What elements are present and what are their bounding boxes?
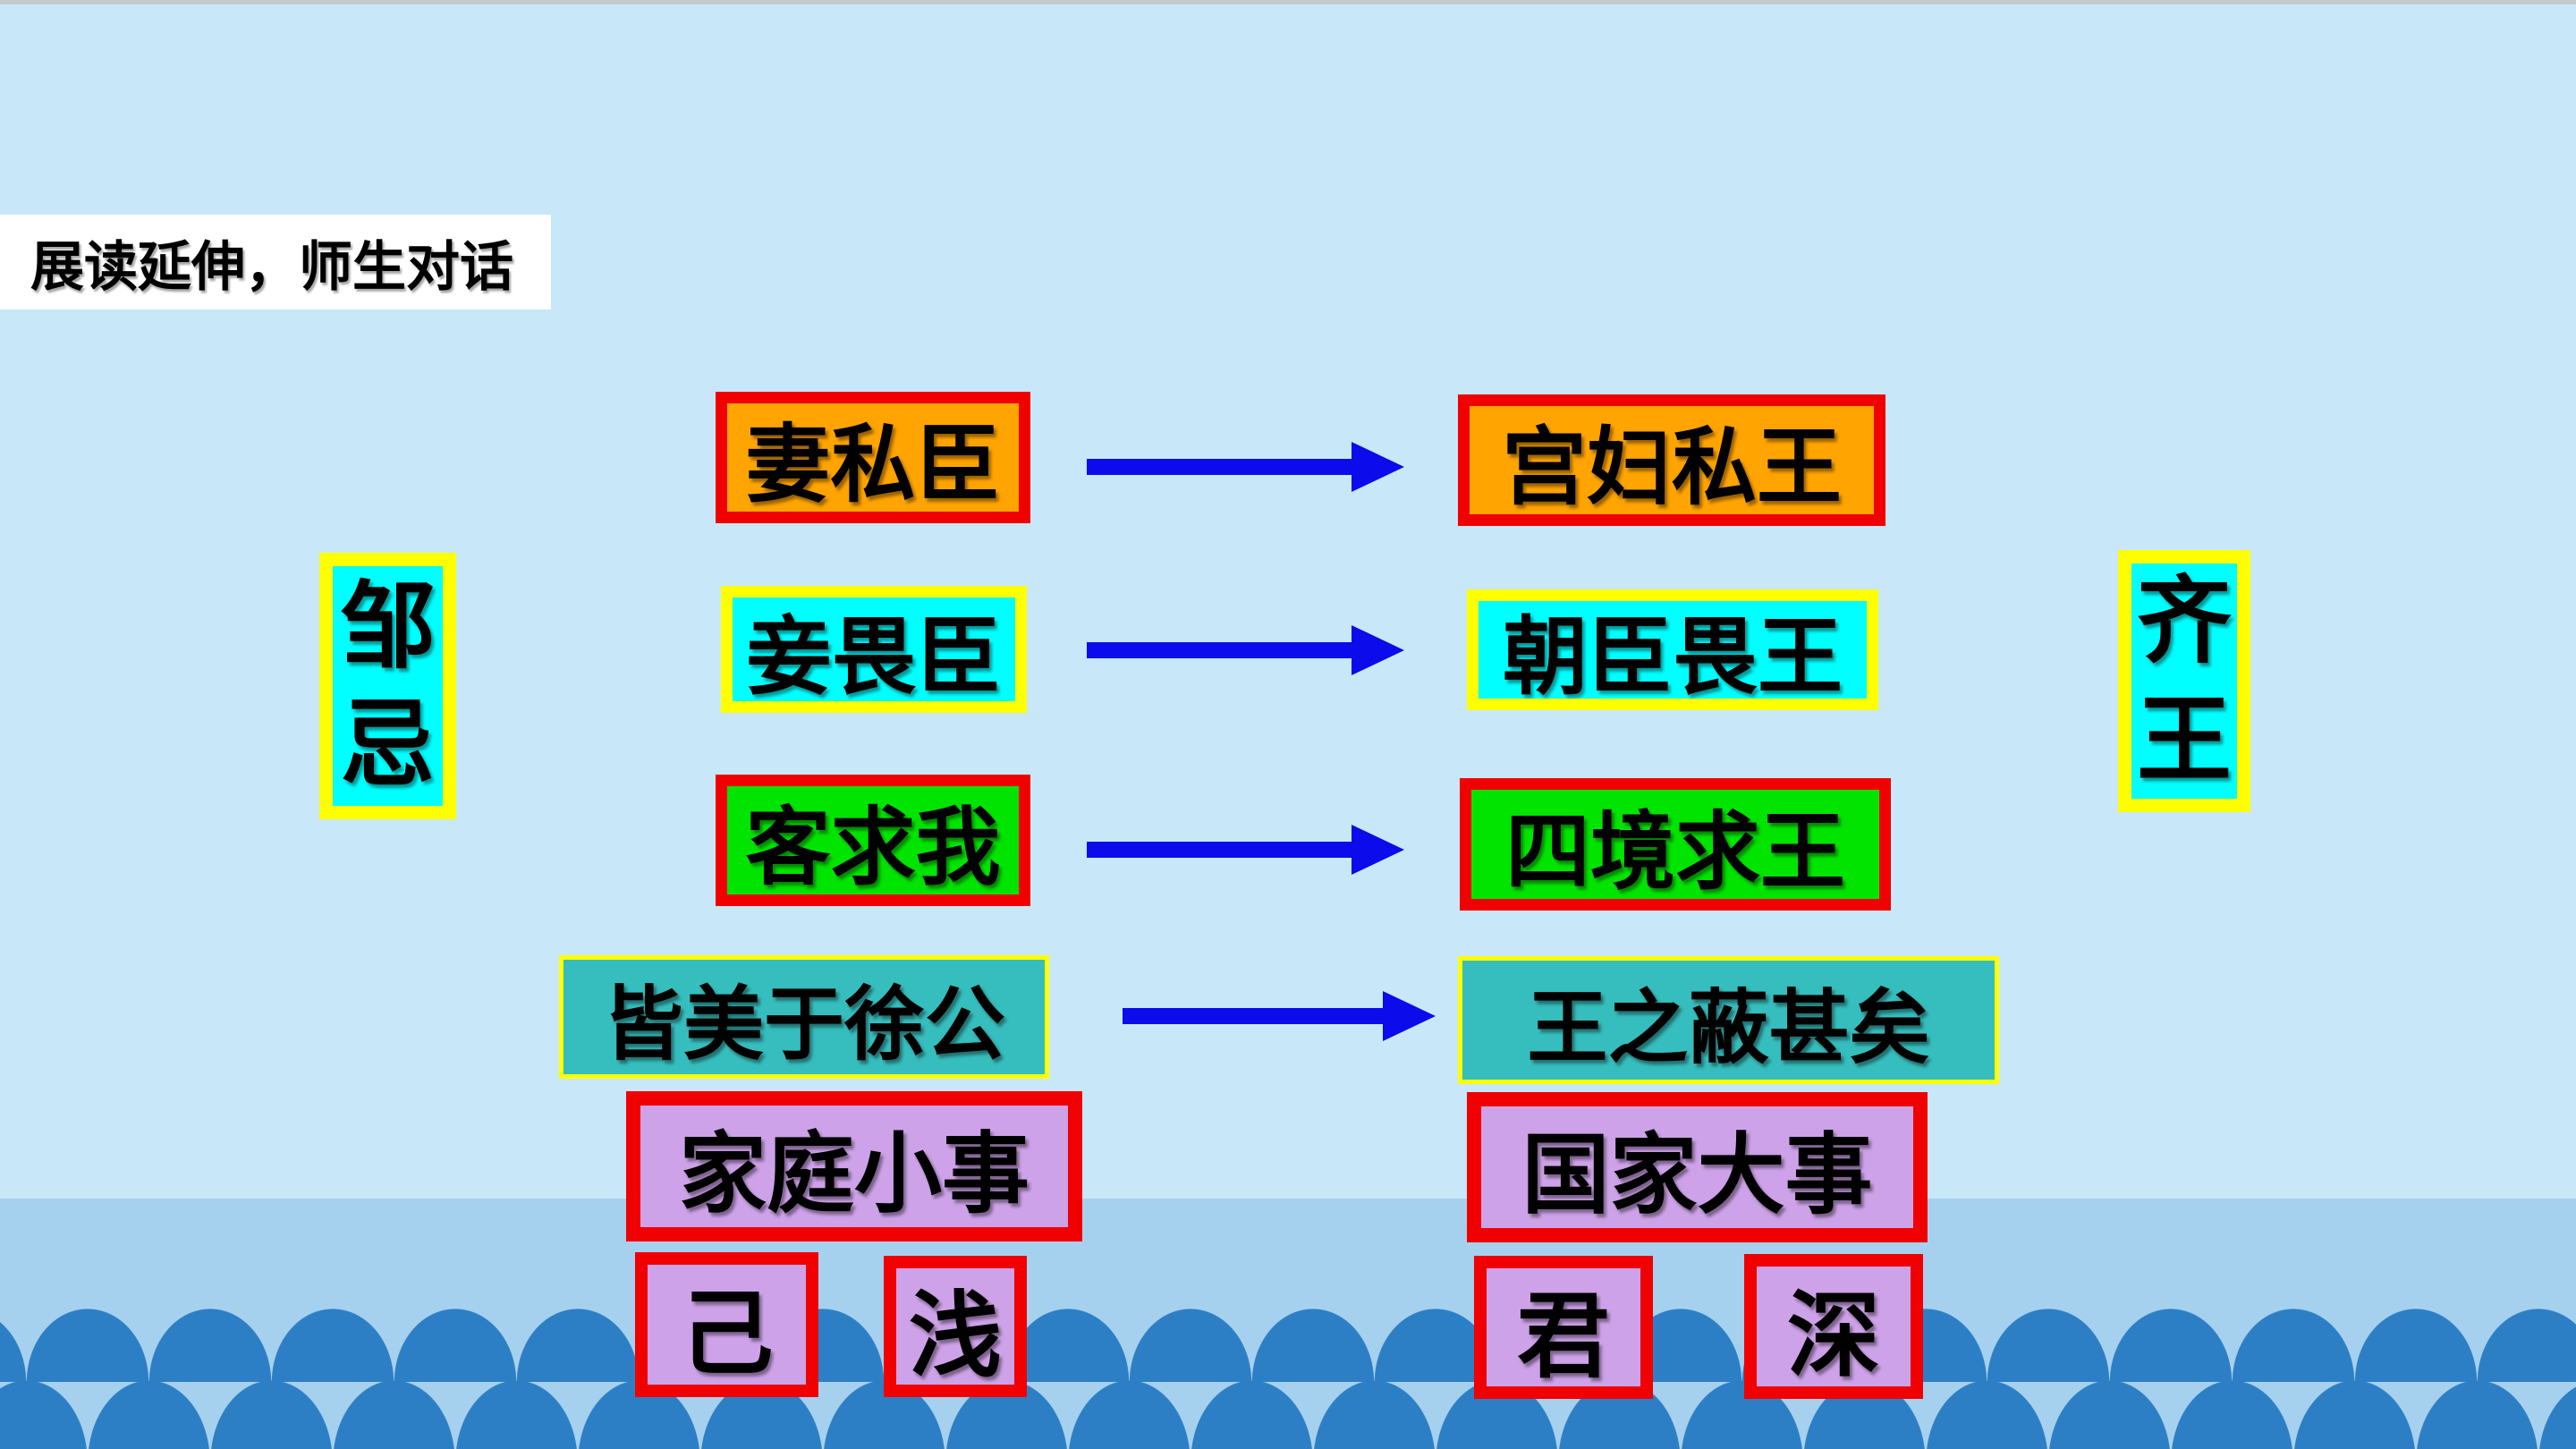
- tag-self-box: 己: [635, 1252, 818, 1397]
- tag-ruler-box: 君: [1474, 1256, 1653, 1399]
- right-arrow-icon: [1087, 625, 1404, 675]
- compare-row-2-right-box: 朝臣畏王: [1467, 589, 1878, 710]
- slide-title: 展读延伸，师生对话: [30, 235, 513, 299]
- compare-row-1-right-box: 宫妇私王: [1458, 394, 1885, 526]
- compare-row-3-left-box: 客求我: [716, 775, 1030, 906]
- right-arrow-icon: [1087, 825, 1404, 875]
- slide-title-box: 展读延伸，师生对话: [0, 215, 551, 309]
- top-gray-strip: [0, 0, 2576, 4]
- actor-qiwang-box: 齐王: [2118, 550, 2250, 812]
- summary-left-box: 家庭小事: [626, 1091, 1082, 1241]
- tag-shallow-box: 浅: [884, 1256, 1027, 1397]
- wave-row-upper: [0, 1309, 2576, 1382]
- wave-row-lower: [0, 1380, 2576, 1449]
- compare-row-1-left-box: 妻私臣: [716, 392, 1030, 523]
- compare-row-2-left-box: 妾畏臣: [721, 586, 1027, 713]
- compare-row-4-right-box: 王之蔽甚矣: [1458, 956, 1999, 1084]
- summary-right-box: 国家大事: [1467, 1092, 1928, 1242]
- actor-zouji-box: 邹忌: [319, 553, 456, 819]
- tag-deep-box: 深: [1744, 1254, 1923, 1399]
- compare-row-4-left-box: 皆美于徐公: [559, 955, 1049, 1079]
- right-arrow-icon: [1087, 442, 1404, 492]
- right-arrow-icon: [1123, 991, 1436, 1041]
- compare-row-3-right-box: 四境求王: [1460, 778, 1891, 911]
